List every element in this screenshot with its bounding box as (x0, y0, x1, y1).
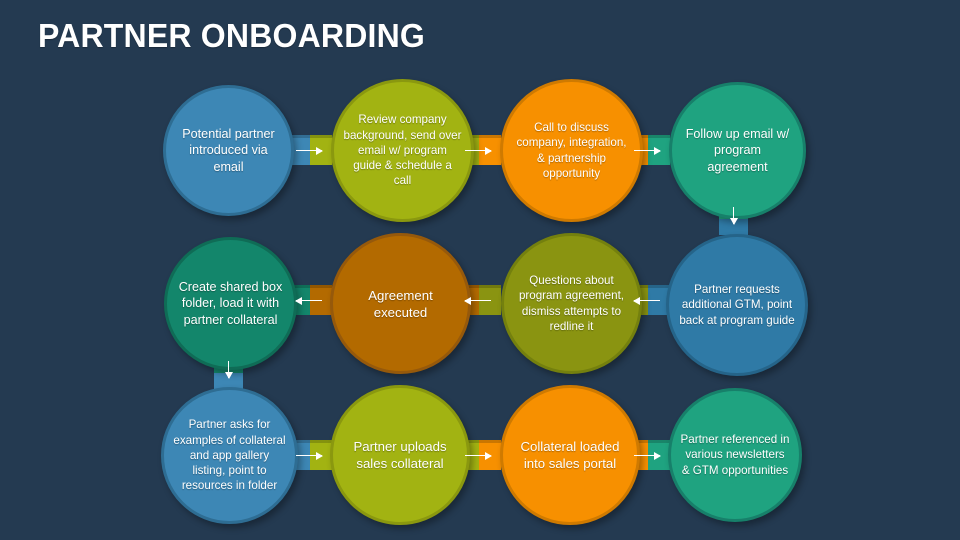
arrow-left-icon-n5-n6 (633, 296, 660, 305)
connector-segment-bottom (719, 219, 748, 235)
arrow-left-icon-n7-n8 (295, 296, 322, 305)
node-label: Partner asks for examples of collateral … (173, 418, 286, 493)
arrow-right-icon-n1-n2 (296, 146, 323, 155)
process-node-partner-requests-gtm[interactable]: Partner requests additional GTM, point b… (666, 234, 808, 376)
arrow-down-icon-n8-n9 (224, 361, 233, 379)
node-label: Partner requests additional GTM, point b… (679, 283, 795, 327)
connector-shadow (626, 285, 670, 288)
connector-shadow (457, 440, 501, 443)
connector-shadow (457, 285, 501, 288)
node-label: Questions about program agreement, dismi… (518, 274, 625, 333)
node-label: Collateral loaded into sales portal (520, 439, 620, 471)
connector-shadow (457, 135, 501, 138)
process-node-review-company[interactable]: Review company background, send over ema… (331, 79, 474, 222)
arrow-left-icon-n6-n7 (464, 296, 491, 305)
arrow-right-icon-n10-n11 (465, 451, 492, 460)
process-node-collateral-loaded-portal[interactable]: Collateral loaded into sales portal (500, 385, 640, 525)
process-node-follow-up-email[interactable]: Follow up email w/ program agreement (669, 82, 806, 219)
node-label: Call to discuss company, integration, & … (516, 121, 627, 180)
connector-shadow (288, 440, 332, 443)
arrow-right-icon-n9-n10 (296, 451, 323, 460)
process-node-agreement-executed[interactable]: Agreement executed (330, 233, 471, 374)
node-label: Review company background, send over ema… (343, 113, 462, 188)
node-label: Create shared box folder, load it with p… (178, 279, 283, 327)
process-node-partner-asks-examples[interactable]: Partner asks for examples of collateral … (161, 387, 298, 524)
node-label: Partner referenced in various newsletter… (680, 433, 790, 477)
process-node-questions-about-agreement[interactable]: Questions about program agreement, dismi… (501, 233, 642, 374)
connector-shadow (288, 135, 332, 138)
process-node-partner-uploads-collateral[interactable]: Partner uploads sales collateral (330, 385, 470, 525)
process-node-partner-referenced[interactable]: Partner referenced in various newsletter… (668, 388, 802, 522)
process-node-potential-partner[interactable]: Potential partner introduced via email (163, 85, 294, 216)
arrow-down-icon-n4-n5 (729, 207, 738, 225)
node-label: Agreement executed (368, 287, 433, 320)
page-title: PARTNER ONBOARDING (38, 17, 426, 54)
connector-shadow (288, 285, 332, 288)
arrow-right-icon-n2-n3 (465, 146, 492, 155)
connector-shadow (626, 440, 670, 443)
connector-shadow (626, 135, 670, 138)
arrow-right-icon-n3-n4 (634, 146, 661, 155)
node-label: Follow up email w/ program agreement (685, 126, 790, 174)
node-label: Potential partner introduced via email (182, 126, 275, 174)
process-node-create-shared-box-folder[interactable]: Create shared box folder, load it with p… (164, 237, 297, 370)
process-node-call-to-discuss[interactable]: Call to discuss company, integration, & … (500, 79, 643, 222)
connector-segment-bottom (214, 373, 243, 389)
arrow-right-icon-n11-n12 (634, 451, 661, 460)
node-label: Partner uploads sales collateral (353, 439, 447, 471)
